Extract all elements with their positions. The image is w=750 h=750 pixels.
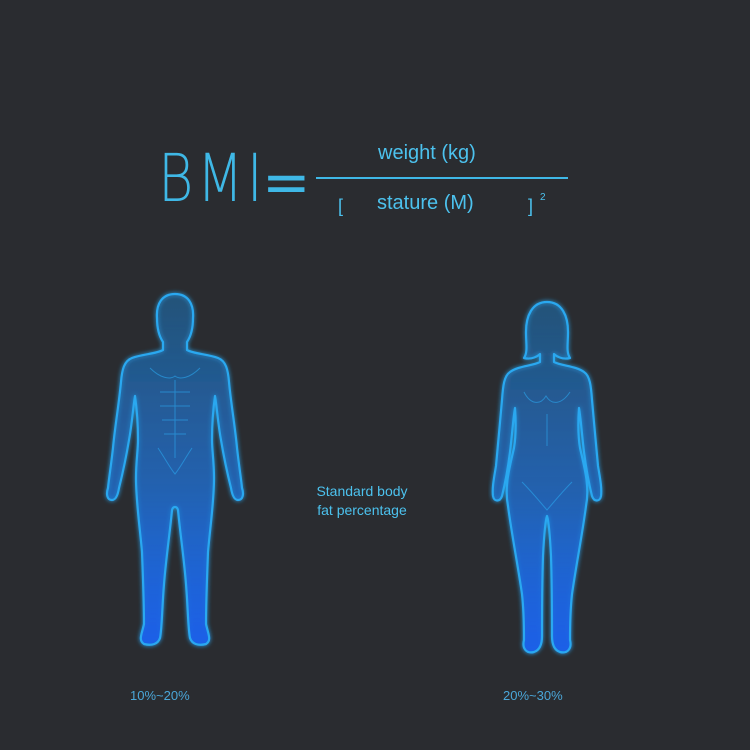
formula-numerator: weight (kg): [378, 142, 476, 164]
male-fat-range: 10%~20%: [130, 688, 190, 703]
caption-line-1: Standard body: [316, 483, 408, 499]
formula-exponent: 2: [540, 192, 546, 203]
bracket-open: [: [338, 196, 344, 216]
equals-sign: =: [262, 148, 311, 216]
body-fat-caption: Standard body fat percentage: [292, 482, 432, 520]
bracket-close: ]: [528, 196, 534, 216]
formula-denominator: stature (M): [377, 192, 474, 214]
male-body-icon: [105, 292, 245, 646]
bmi-formula: BMI = weight (kg) [ stature (M) ] 2: [0, 0, 750, 260]
bmi-label: BMI: [158, 140, 266, 217]
female-body-icon: [491, 300, 603, 654]
caption-line-2: fat percentage: [317, 502, 407, 518]
fraction-line: [316, 177, 568, 179]
female-fat-range: 20%~30%: [503, 688, 563, 703]
